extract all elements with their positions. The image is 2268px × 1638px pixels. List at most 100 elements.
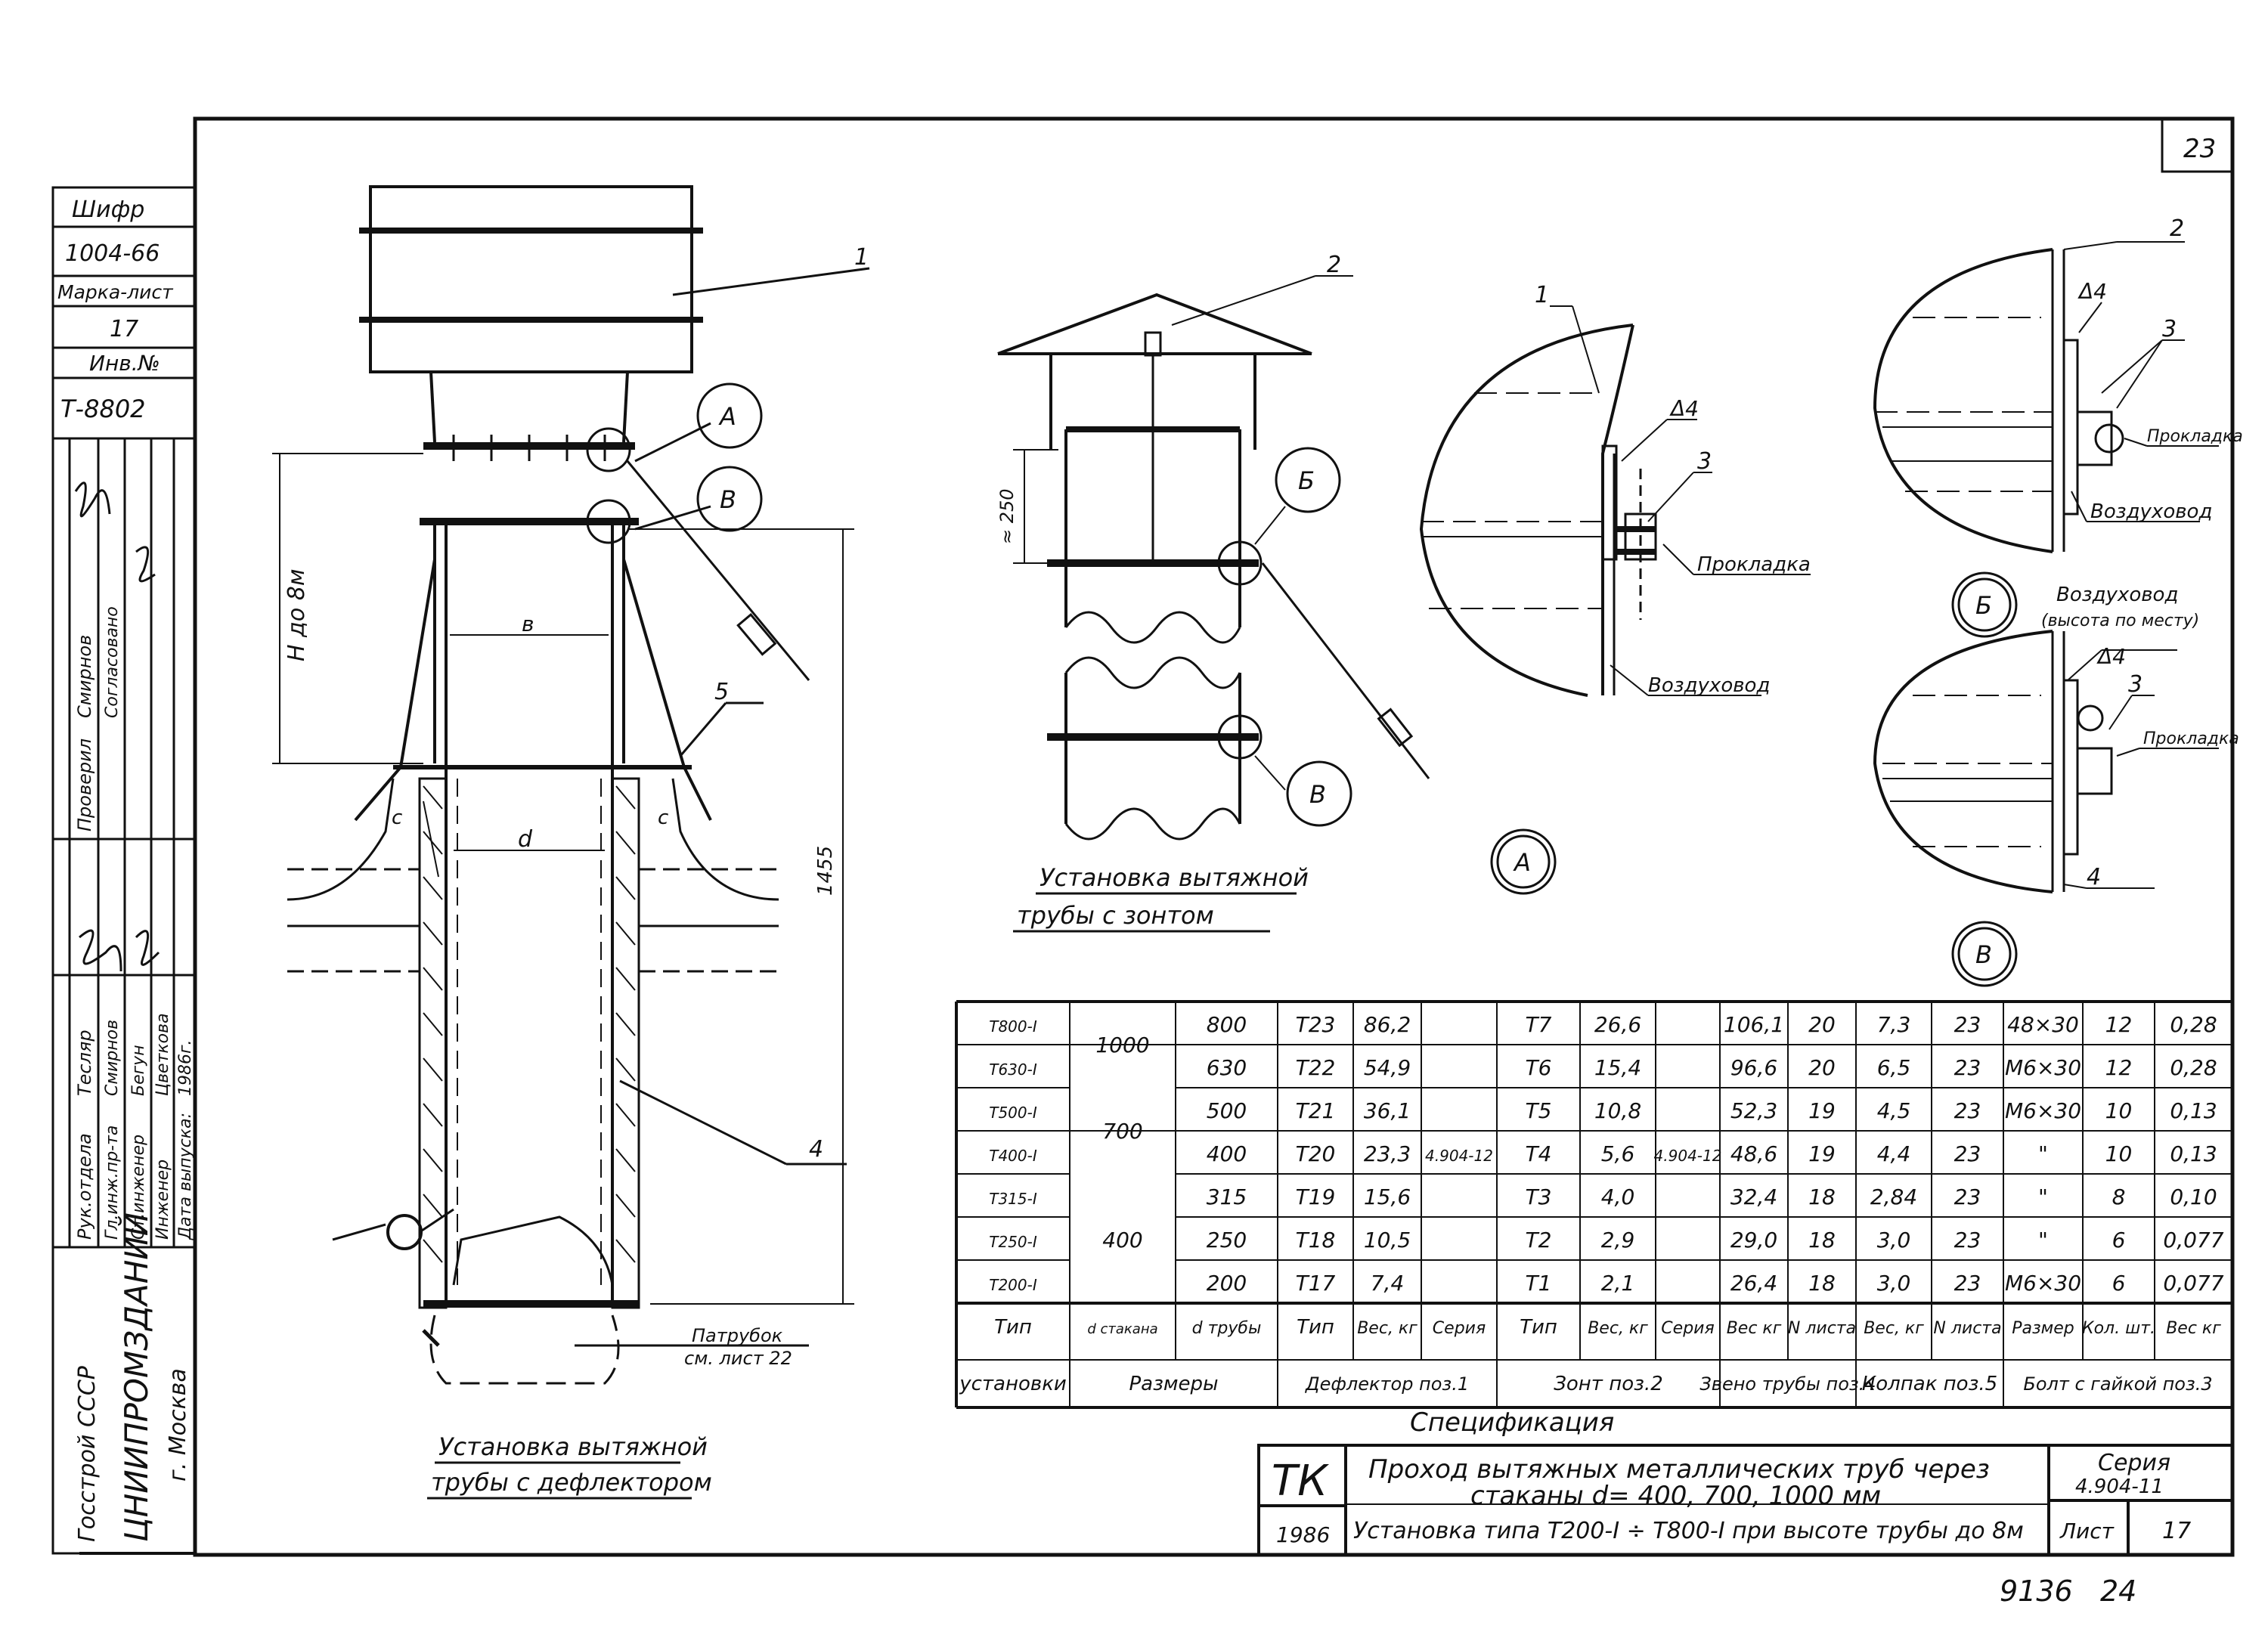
dim-b-left: в bbox=[522, 612, 534, 636]
table-cell: 23 bbox=[1954, 1271, 1981, 1296]
table-group-header: Размеры bbox=[1129, 1373, 1218, 1395]
table-header-cell: Вес кг bbox=[2166, 1319, 2221, 1338]
stamp-inv-value: Т-8802 bbox=[60, 395, 146, 423]
signature-marks bbox=[74, 481, 160, 972]
title-sheet-value: 17 bbox=[2162, 1518, 2191, 1544]
table-cell: 400 bbox=[1207, 1141, 1247, 1166]
table-cell: 6,5 bbox=[1877, 1055, 1911, 1080]
callout-b: В bbox=[696, 466, 763, 532]
table-cell: 36,1 bbox=[1364, 1098, 1411, 1123]
table-header-cell: Тип bbox=[1520, 1316, 1557, 1339]
table-cell: 86,2 bbox=[1364, 1012, 1411, 1037]
table-cell: Т20 bbox=[1296, 1141, 1336, 1166]
table-cell: Т21 bbox=[1296, 1098, 1336, 1123]
table-cell: 18 bbox=[1808, 1184, 1836, 1209]
svg-text:А: А bbox=[1513, 848, 1531, 877]
stamp-inv-label: Инв.№ bbox=[89, 351, 160, 376]
detail-v-pos3: 3 bbox=[2128, 671, 2143, 698]
stamp-shifr-label: Шифр bbox=[72, 197, 144, 223]
detail-be-delta: Δ4 bbox=[2077, 279, 2107, 304]
table-cell: " bbox=[2038, 1184, 2048, 1209]
table-cell: 20 bbox=[1808, 1012, 1836, 1037]
detail-be-vozduhovod-note: (высота по месту) bbox=[2041, 612, 2199, 630]
table-header-cell: N листа bbox=[1933, 1319, 2001, 1338]
table-cell: Т315-I bbox=[989, 1190, 1037, 1208]
table-cell: 48,6 bbox=[1730, 1141, 1777, 1166]
table-cell: 6 bbox=[2112, 1228, 2126, 1252]
svg-text:Б: Б bbox=[1975, 591, 1992, 620]
dim-c-right: с bbox=[658, 807, 668, 829]
dim-1455: 1455 bbox=[814, 846, 837, 896]
table-cell: 12 bbox=[2105, 1055, 2133, 1080]
table-header-cell: d стакана bbox=[1087, 1321, 1157, 1337]
table-cell: 8 bbox=[2112, 1184, 2126, 1209]
table-cell: М6×30 bbox=[2005, 1055, 2081, 1080]
stamp-city: г. Москва bbox=[165, 1368, 191, 1482]
svg-text:А: А bbox=[718, 402, 736, 431]
table-cell: 0,077 bbox=[2163, 1228, 2223, 1252]
stamp-role-2: Ст.инженер bbox=[129, 1135, 148, 1240]
table-cell: 630 bbox=[1207, 1055, 1247, 1080]
detail-a bbox=[1419, 305, 1811, 697]
title-block bbox=[1257, 1444, 2234, 1556]
table-cell: 54,9 bbox=[1364, 1055, 1411, 1080]
table-cell: 52,3 bbox=[1730, 1098, 1777, 1123]
table-cell: Т19 bbox=[1296, 1184, 1336, 1209]
table-cell: Т2 bbox=[1526, 1228, 1552, 1252]
callout-v-mid: В bbox=[1286, 760, 1352, 827]
umbrella-dims bbox=[1013, 275, 1353, 791]
detail-v bbox=[1873, 630, 2219, 893]
detail-a-prokladka: Прокладка bbox=[1697, 553, 1811, 576]
table-cell: М6×30 bbox=[2005, 1098, 2081, 1123]
table-cell: 4.904-12 bbox=[1654, 1147, 1722, 1165]
table-cell: 5,6 bbox=[1601, 1141, 1635, 1166]
stamp-org1: Госстрой СССР bbox=[74, 1365, 101, 1542]
table-cell: 4,4 bbox=[1877, 1141, 1911, 1166]
title-left-line2: трубы с дефлектором bbox=[431, 1468, 712, 1497]
title-series-label: Серия bbox=[2098, 1450, 2170, 1476]
table-cell: 10,5 bbox=[1364, 1228, 1411, 1252]
title-mid-line1: Установка вытяжной bbox=[1040, 863, 1309, 892]
table-cell: 3,0 bbox=[1877, 1228, 1911, 1252]
stamp-role-4: Дата выпуска: bbox=[176, 1113, 195, 1240]
table-cell: Т1 bbox=[1526, 1271, 1552, 1296]
title-tk: ТК bbox=[1272, 1457, 1329, 1506]
table-cell: 4.904-12 bbox=[1425, 1147, 1493, 1165]
table-cell: 23 bbox=[1954, 1012, 1981, 1037]
table-cell: 26,4 bbox=[1730, 1271, 1777, 1296]
table-cell: 29,0 bbox=[1730, 1228, 1777, 1252]
table-header-cell: Размер bbox=[2012, 1319, 2074, 1338]
stamp-agreed-label: Согласовано bbox=[103, 606, 122, 718]
table-group-header: установки bbox=[959, 1373, 1067, 1395]
table-cell: Т400-I bbox=[989, 1147, 1037, 1165]
table-cell: " bbox=[2038, 1141, 2048, 1166]
table-cell: 106,1 bbox=[1724, 1012, 1784, 1037]
table-cell: 0,13 bbox=[2170, 1141, 2217, 1166]
left-stamp bbox=[51, 186, 197, 1555]
table-cell: 15,6 bbox=[1364, 1184, 1411, 1209]
table-group-header: Звено трубы поз.4 bbox=[1699, 1373, 1876, 1395]
glass-group-cell: 400 bbox=[1102, 1228, 1142, 1252]
svg-text:В: В bbox=[720, 485, 736, 514]
dim-c-left: с bbox=[392, 807, 402, 829]
table-cell: Т4 bbox=[1526, 1141, 1552, 1166]
spec-caption: Спецификация bbox=[1410, 1407, 1614, 1438]
table-header-cell: Тип bbox=[1297, 1316, 1334, 1339]
stamp-name-1: Смирнов bbox=[103, 1020, 122, 1096]
glass-group-cell: 1000 bbox=[1095, 1033, 1149, 1057]
stamp-role-0: Рук.отдела bbox=[74, 1133, 95, 1240]
table-cell: 23 bbox=[1954, 1141, 1981, 1166]
table-cell: 23 bbox=[1954, 1098, 1981, 1123]
table-cell: 20 bbox=[1808, 1055, 1836, 1080]
table-cell: 250 bbox=[1207, 1228, 1247, 1252]
table-cell: 3,0 bbox=[1877, 1271, 1911, 1296]
table-header-cell: N листа bbox=[1788, 1319, 1856, 1338]
table-cell: 19 bbox=[1808, 1098, 1836, 1123]
stamp-shifr-value: 1004-66 bbox=[65, 240, 160, 267]
title-series-value: 4.904-11 bbox=[2075, 1475, 2164, 1498]
stamp-org2: ЦНИИПРОМЗДАНИЙ bbox=[117, 1212, 155, 1542]
patrubok-label: Патрубок bbox=[692, 1325, 783, 1346]
pos-2-label: 2 bbox=[1327, 252, 1341, 278]
callout-a: А bbox=[696, 382, 763, 449]
table-header-cell: Вес, кг bbox=[1357, 1319, 1418, 1338]
